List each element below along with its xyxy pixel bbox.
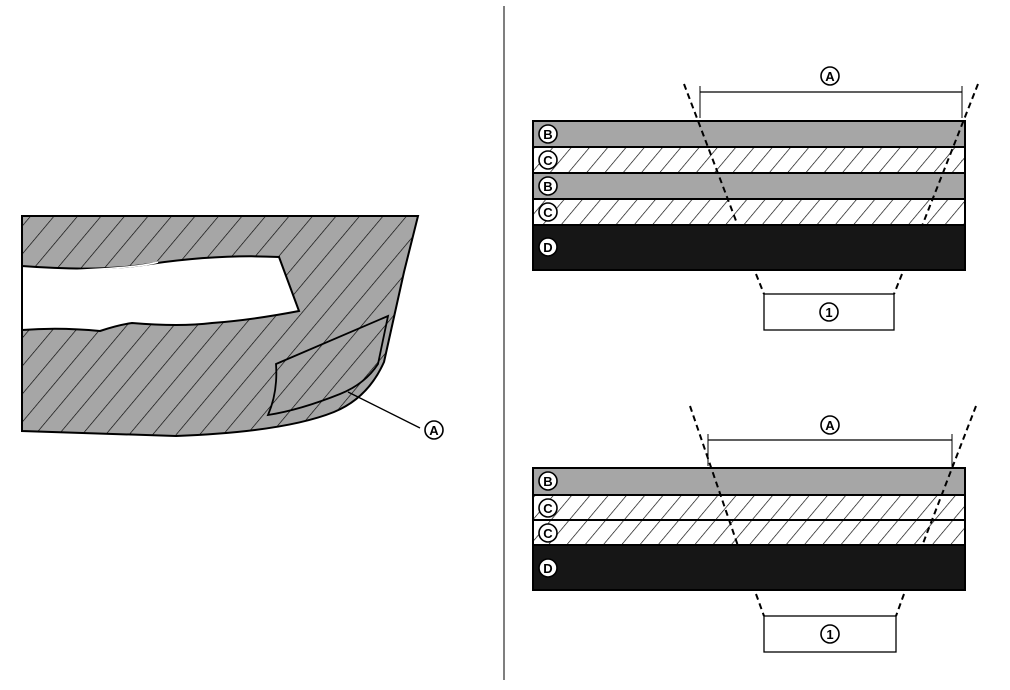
layer-c-2 bbox=[532, 198, 966, 226]
layer-c-1 bbox=[532, 146, 966, 174]
bottom-layer-label-circle-0 bbox=[538, 471, 558, 491]
top-layer-label-circle-3 bbox=[538, 202, 558, 222]
callout-leader-a bbox=[347, 391, 421, 429]
top-taper-right bbox=[921, 83, 979, 227]
bottom-layer-label-3: D bbox=[543, 561, 552, 576]
callout-circle-a bbox=[424, 420, 444, 440]
bottom-box-1 bbox=[763, 615, 897, 653]
bottom-layer-label-2: C bbox=[543, 526, 553, 541]
bottom-layer-label-circle-2 bbox=[538, 523, 558, 543]
bottom-dimension-callout-label: A bbox=[825, 418, 835, 433]
bottom-layer-diagram: A B C C D 1 bbox=[532, 405, 977, 653]
bottom-box-lead-left bbox=[755, 593, 765, 617]
bottom-taper-right bbox=[921, 405, 977, 547]
cavity-edge-line bbox=[59, 261, 159, 272]
top-layer-label-0: B bbox=[543, 127, 552, 142]
layer-d bbox=[532, 224, 966, 271]
top-dimension-callout-circle bbox=[820, 66, 840, 86]
bottom-layer-b bbox=[532, 467, 966, 496]
bottom-layer-c-1 bbox=[532, 494, 966, 521]
layer-b-1 bbox=[532, 120, 966, 148]
layer-b-2 bbox=[532, 172, 966, 200]
top-layer-label-3: C bbox=[543, 205, 553, 220]
bottom-dimension-callout-circle bbox=[820, 415, 840, 435]
top-box-lead-left bbox=[755, 273, 765, 295]
top-dimension-callout-label: A bbox=[825, 69, 835, 84]
bottom-layer-label-circle-1 bbox=[538, 498, 558, 518]
top-layer-label-1: C bbox=[543, 153, 553, 168]
bottom-taper-left bbox=[689, 405, 739, 547]
callout-label-a: A bbox=[429, 423, 439, 438]
top-layer-label-2: B bbox=[543, 179, 552, 194]
top-layer-label-circle-0 bbox=[538, 124, 558, 144]
bottom-box-1-circle bbox=[820, 624, 840, 644]
bottom-box-1-label: 1 bbox=[826, 627, 833, 642]
bottom-layer-c-2 bbox=[532, 519, 966, 546]
bottom-layer-label-circle-3 bbox=[538, 558, 558, 578]
repair-insert bbox=[266, 314, 390, 417]
top-box-1-label: 1 bbox=[825, 305, 832, 320]
top-layer-label-4: D bbox=[543, 240, 552, 255]
left-section-drawing: A bbox=[21, 215, 444, 440]
bottom-layer-d bbox=[532, 544, 966, 591]
top-box-lead-right bbox=[893, 273, 903, 295]
top-taper-left bbox=[683, 83, 739, 227]
top-layer-label-circle-1 bbox=[538, 150, 558, 170]
bottom-layer-label-1: C bbox=[543, 501, 553, 516]
top-layer-label-circle-4 bbox=[538, 237, 558, 257]
bottom-layer-label-0: B bbox=[543, 474, 552, 489]
top-layer-diagram: A B C B C D 1 bbox=[532, 66, 979, 331]
bottom-box-lead-right bbox=[895, 593, 905, 617]
hatched-cross-section bbox=[21, 215, 420, 438]
top-box-1-circle bbox=[819, 302, 839, 322]
top-layer-label-circle-2 bbox=[538, 176, 558, 196]
